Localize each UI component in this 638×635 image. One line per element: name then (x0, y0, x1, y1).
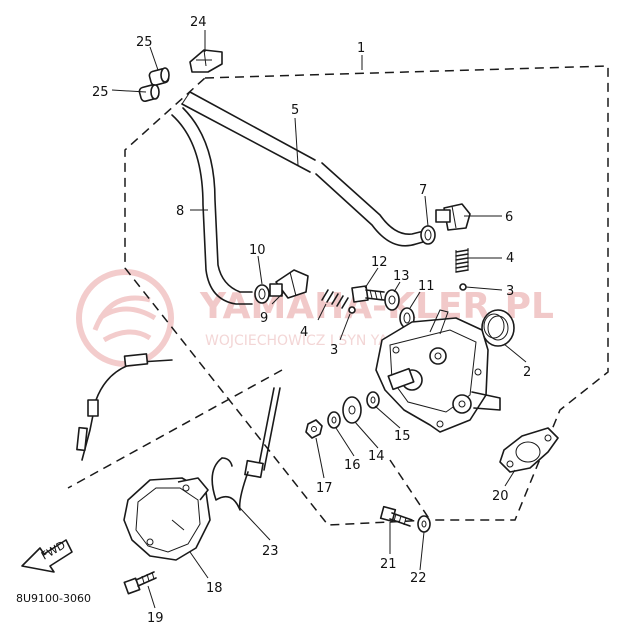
callout-1: 1 (357, 41, 365, 56)
callout-21: 21 (380, 557, 397, 572)
callout-17: 17 (316, 481, 333, 496)
clamp-25-upper (148, 67, 170, 86)
callout-3-right: 3 (506, 284, 514, 299)
callout-16: 16 (344, 458, 361, 473)
callout-4-left: 4 (300, 325, 308, 340)
washer-15 (366, 391, 380, 409)
callout-13: 13 (393, 269, 410, 284)
bolt-12 (351, 285, 385, 303)
callout-25-upper: 25 (136, 35, 153, 50)
oil-pump-body (375, 309, 501, 433)
hose-5 (181, 91, 431, 247)
washer-22 (417, 515, 431, 533)
elbow-joint-9 (269, 269, 309, 299)
hose-5-upper (181, 91, 316, 173)
clamp-25-lower (138, 84, 160, 102)
hose-8-outer (182, 107, 253, 293)
callout-14: 14 (368, 449, 385, 464)
pulley-14 (342, 396, 362, 424)
callout-25-lower: 25 (92, 85, 109, 100)
callout-18: 18 (206, 581, 223, 596)
ball-3-right (459, 283, 467, 291)
assembly-boundary (67, 65, 609, 526)
callout-6: 6 (505, 210, 513, 225)
bolt-21 (379, 505, 413, 527)
callout-10: 10 (249, 243, 266, 258)
callout-5: 5 (291, 103, 299, 118)
drawing-code: 8U9100-3060 (16, 592, 91, 605)
washer-13 (384, 289, 400, 311)
nut-17 (305, 419, 323, 439)
clamp-10 (254, 284, 270, 304)
screw-19 (123, 571, 157, 595)
spring-4-left (321, 289, 349, 309)
spring-4-right (455, 248, 469, 273)
callout-7: 7 (419, 183, 427, 198)
callout-12: 12 (371, 255, 388, 270)
dashed-outline-main (124, 65, 609, 526)
callout-4-right: 4 (506, 251, 514, 266)
callout-2: 2 (523, 365, 531, 380)
watermark-logo (76, 269, 174, 367)
hose-8-inner (171, 114, 253, 305)
callout-numbers: 1 2 3 3 4 4 5 6 7 8 9 10 11 12 13 14 15 … (92, 15, 531, 626)
hose-5-lower (315, 162, 431, 247)
clip-24 (189, 49, 223, 73)
callout-22: 22 (410, 571, 427, 586)
gasket-20 (499, 427, 559, 473)
callout-8: 8 (176, 204, 184, 219)
dashed-leg (389, 459, 431, 521)
clamp-7 (420, 225, 436, 245)
hose-8 (171, 107, 253, 305)
oil-pump-cable (76, 353, 173, 461)
cable-23 (211, 387, 281, 511)
elbow-joint-6 (435, 203, 471, 231)
callout-23: 23 (262, 544, 279, 559)
callout-11: 11 (418, 279, 435, 294)
dashed-divider (67, 369, 283, 489)
callout-24: 24 (190, 15, 207, 30)
callout-20: 20 (492, 489, 509, 504)
pump-cover-18 (123, 477, 211, 561)
oil-seal-2 (481, 309, 515, 347)
leader-lines (111, 30, 527, 609)
callout-9: 9 (260, 311, 268, 326)
callout-3-left: 3 (330, 343, 338, 358)
ball-3-left (348, 306, 356, 314)
callout-19: 19 (147, 611, 164, 626)
callout-15: 15 (394, 429, 411, 444)
watermark-tagline: WOJCIECHOWICZ I SYN YAMAHA (205, 333, 430, 349)
washer-16 (327, 411, 341, 429)
fwd-arrow-icon: FWD (21, 538, 73, 573)
